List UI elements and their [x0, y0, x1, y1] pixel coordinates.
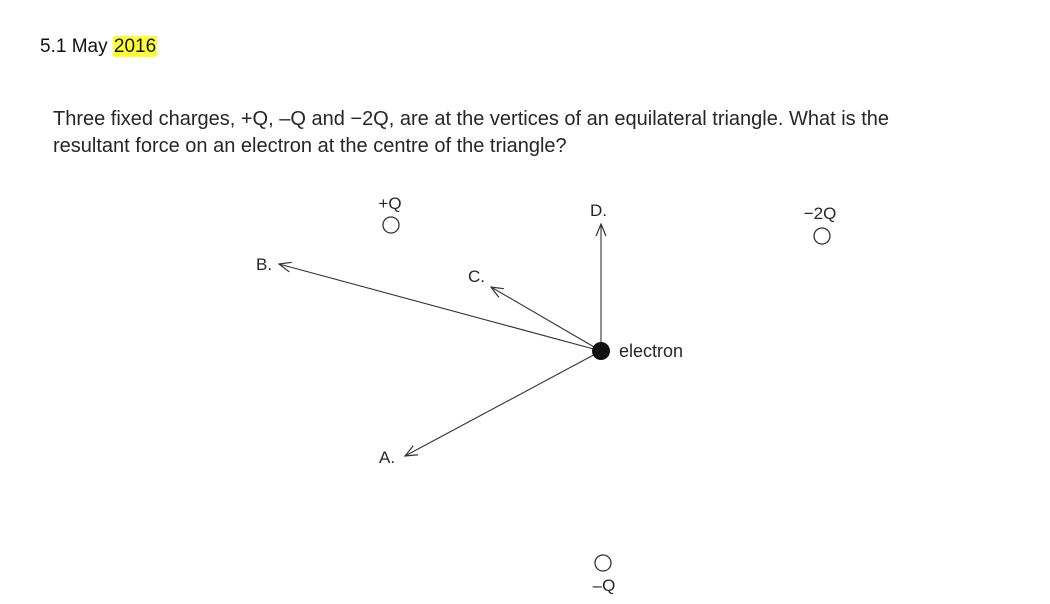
exam-year-highlighted: 2016 [112, 36, 158, 57]
option-a-label: A. [379, 448, 395, 467]
minus-q-charge-circle [594, 554, 612, 572]
minus-2q-charge-circle [813, 227, 831, 245]
plus-q-charge-circle [382, 216, 400, 234]
question-heading: 5.1 May 2016 [40, 36, 158, 58]
option-b-label: B. [256, 255, 272, 274]
arrow-option-a [405, 350, 602, 456]
electron-label: electron [619, 341, 683, 361]
plus-q-label: +Q [378, 194, 401, 213]
option-d-label: D. [590, 201, 607, 220]
arrow-option-c [491, 287, 602, 352]
option-c-label: C. [468, 267, 485, 286]
minus-2q-label: −2Q [804, 204, 837, 223]
question-number: 5.1 May [40, 36, 108, 57]
minus-q-label: –Q [593, 576, 616, 595]
question-line-1: Three fixed charges, +Q, –Q and −2Q, are… [53, 108, 890, 130]
question-text: Three fixed charges, +Q, –Q and −2Q, are… [53, 106, 1013, 160]
electron-dot [592, 342, 610, 360]
question-line-2: resultant force on an electron at the ce… [53, 135, 567, 157]
arrow-option-b [279, 264, 602, 352]
